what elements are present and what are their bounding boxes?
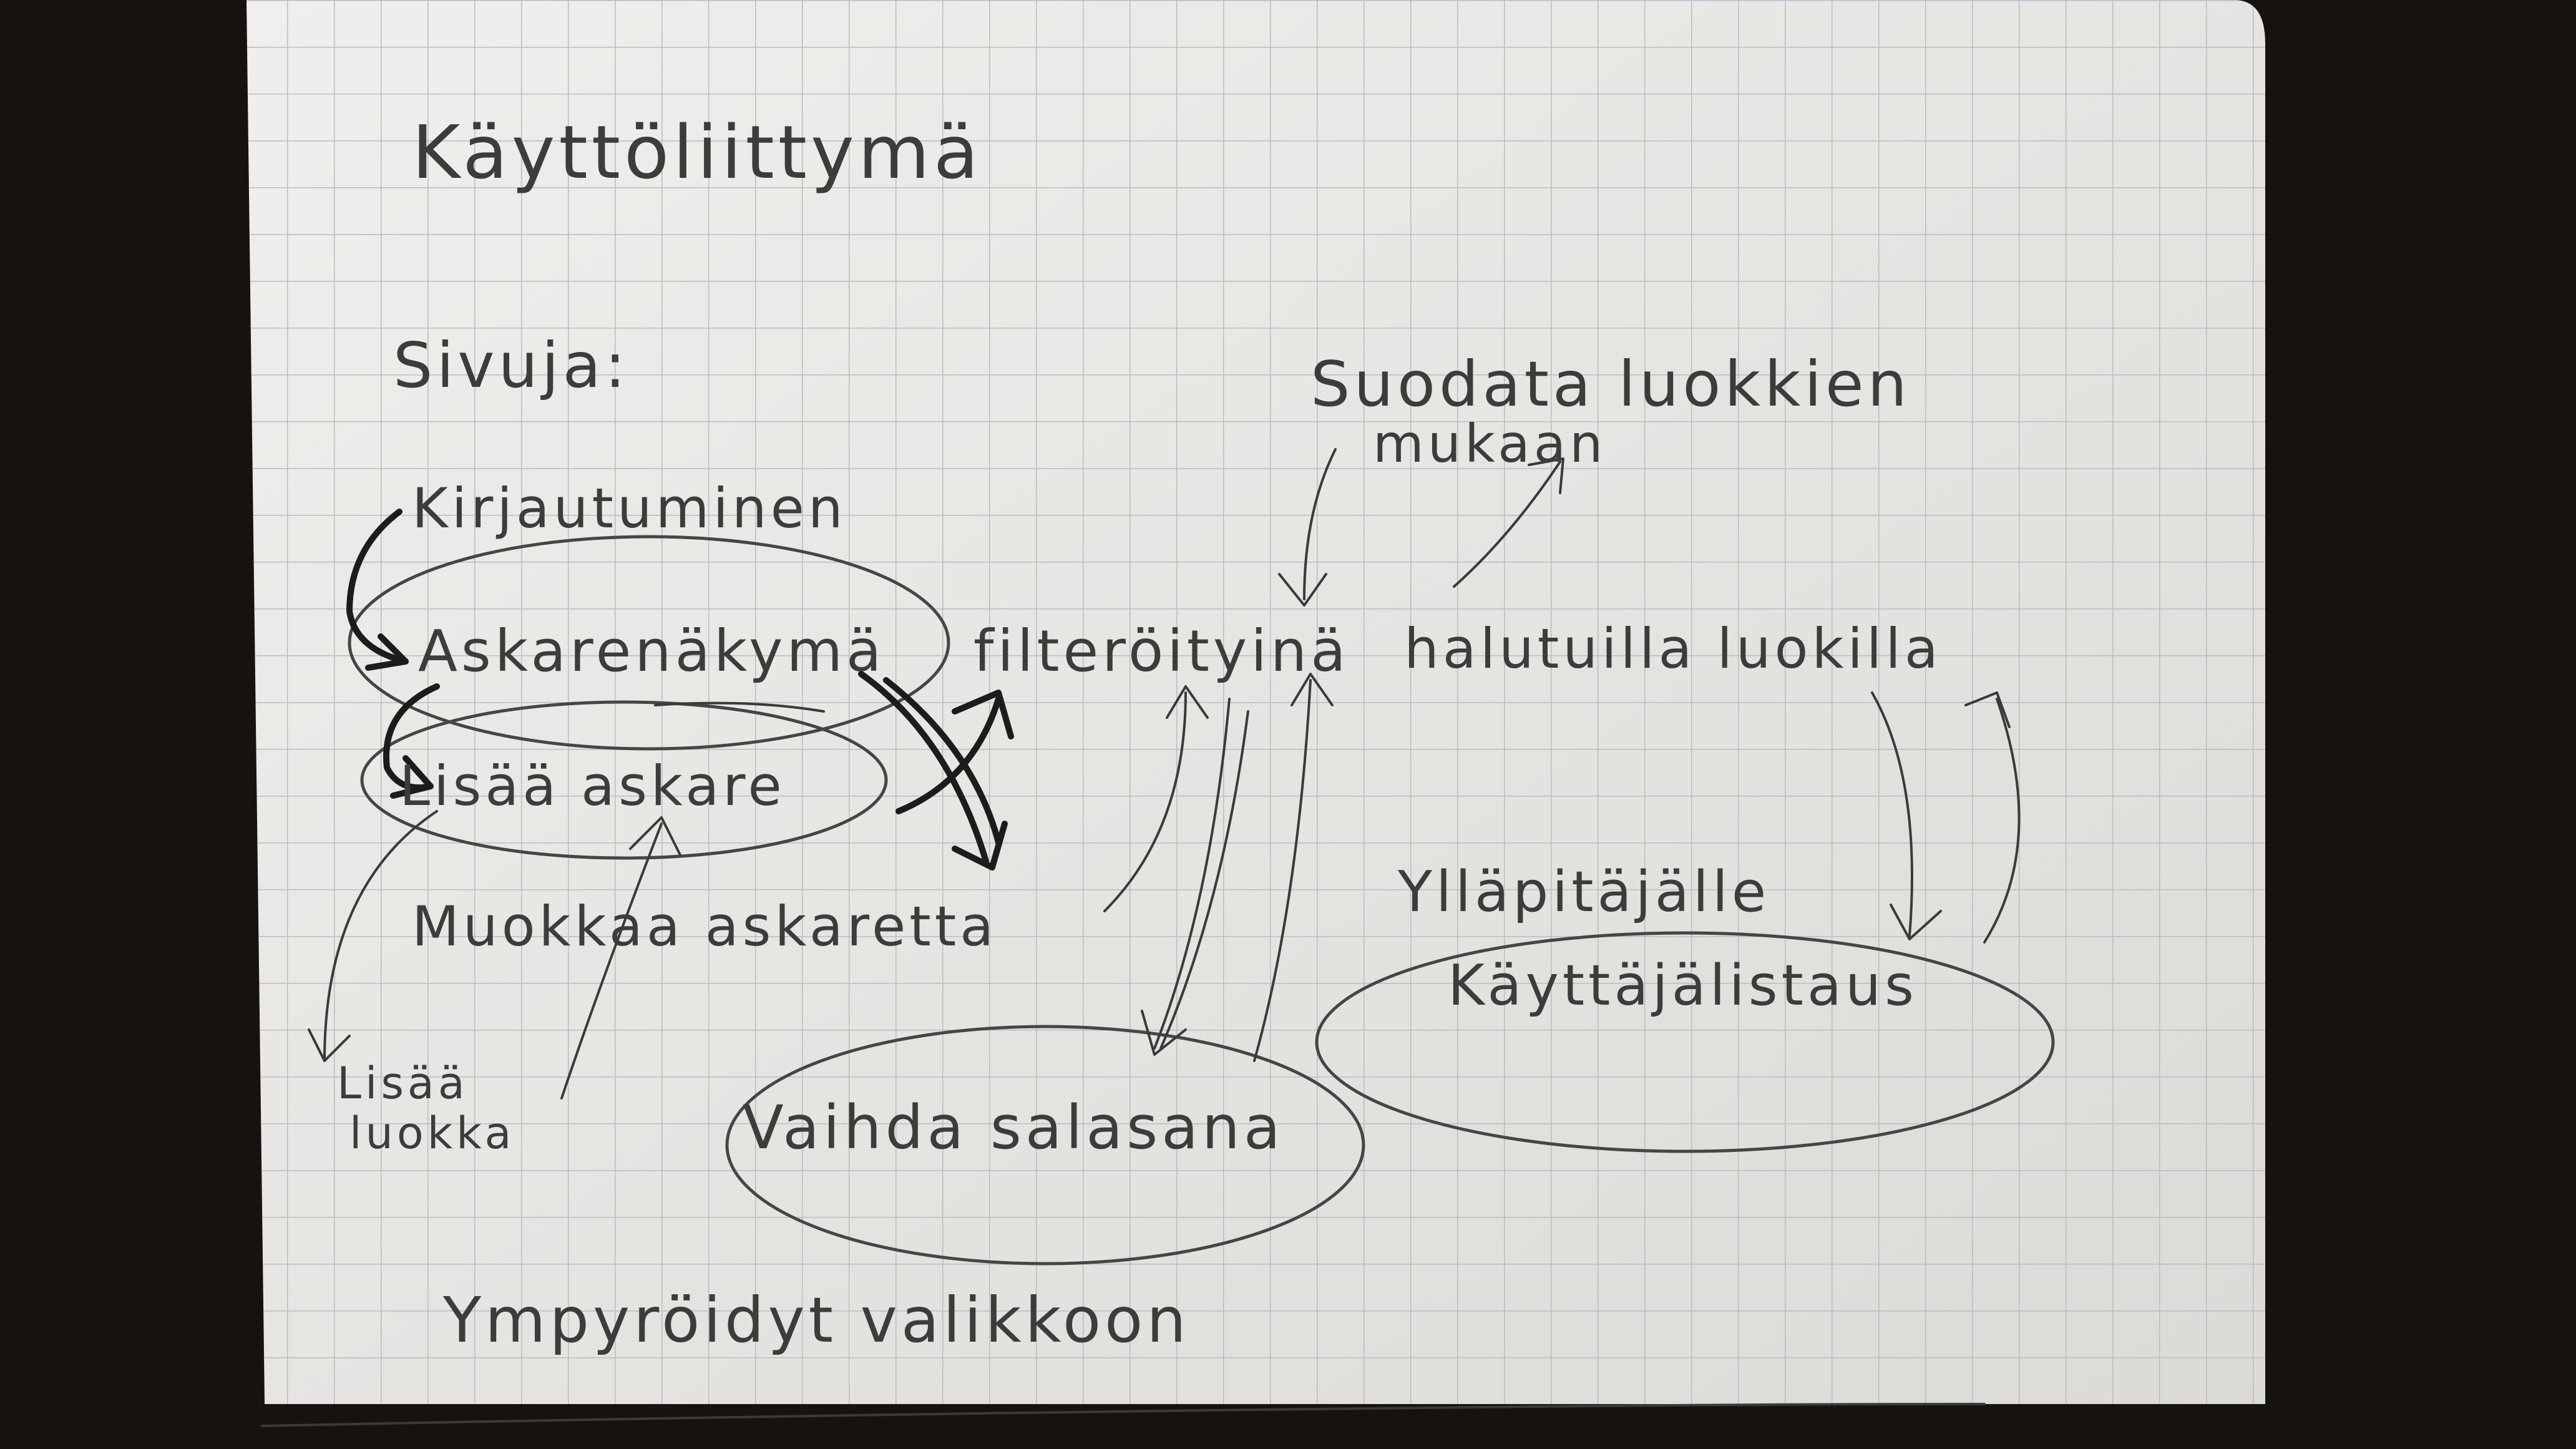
filter-note-line1: Suodata luokkien	[1310, 348, 1911, 421]
page-title: Käyttöliittymä	[412, 109, 982, 195]
arrow-taskview-to-addtask	[383, 683, 440, 791]
arrow-head-icon	[390, 755, 434, 799]
arrow-head-icon	[1964, 691, 2011, 728]
arrow-filter-note	[1303, 448, 1337, 600]
node-task-view: Askarenäkymä	[418, 618, 885, 685]
arrow-addtask-bundle	[858, 671, 989, 864]
arrow-head-icon	[308, 1028, 351, 1062]
arrow-filtered-to-password	[1153, 698, 1231, 1050]
arrow-addtask-to-category	[323, 810, 438, 1062]
node-add-task: Lisää askare	[399, 754, 786, 818]
arrow-head-icon	[629, 816, 681, 856]
ellipse-change-password	[725, 1025, 1365, 1266]
node-admin-note: Ylläpitäjälle	[1397, 859, 1770, 925]
arrow-category-to-addtask	[560, 822, 663, 1100]
arrows	[308, 448, 2021, 1100]
node-login: Kirjautuminen	[412, 476, 847, 540]
arrow-head-icon	[1890, 904, 1942, 940]
arrow-head-icon	[1166, 685, 1209, 719]
arrow-head-icon	[952, 821, 1008, 871]
node-edit-task: Muokkaa askaretta	[412, 894, 997, 959]
node-change-password: Vaihda salasana	[743, 1093, 1284, 1163]
menu-circles	[348, 535, 2055, 1266]
bottom-lines	[261, 1403, 1986, 1427]
pages-label: Sivuja:	[393, 329, 630, 402]
labels: Käyttöliittymä Sivuja: Kirjautuminen Ask…	[337, 109, 1942, 1357]
arrow-head-icon	[1278, 573, 1327, 607]
arrow-login-to-taskview	[346, 509, 409, 665]
arrow-addtask-loop	[654, 701, 825, 713]
node-user-list: Käyttäjälistaus	[1448, 953, 1918, 1018]
ellipse-add-task	[360, 700, 888, 860]
arrow-head-icon	[365, 633, 409, 671]
arrow-categories-to-userlist	[1871, 691, 1913, 937]
arrow-head-icon	[1141, 1010, 1187, 1056]
footer-note: Ympyröidyt valikkoon	[442, 1284, 1190, 1357]
filter-note-line2: mukaan	[1373, 413, 1606, 474]
arrow-userlist-to-categories	[1983, 698, 2021, 944]
node-add-category-text: Lisää	[337, 1058, 469, 1109]
ellipse-task-view	[348, 535, 950, 751]
arrow-edit-to-filtered	[1103, 691, 1187, 912]
arrow-head-icon	[952, 690, 1014, 739]
node-add-category-text-line2: luokka	[349, 1108, 515, 1159]
node-filtered: filteröityinä	[973, 618, 1350, 685]
arrow-password-to-filtered	[1159, 710, 1249, 1050]
arrow-head-icon	[1290, 673, 1334, 706]
ellipse-user-list	[1315, 931, 2055, 1153]
node-by-categories: halutuilla luokilla	[1404, 617, 1942, 681]
arrow-to-filter-note	[1453, 461, 1561, 588]
arrow-head-icon	[1528, 457, 1564, 494]
arrow-password-up	[1253, 679, 1312, 1062]
